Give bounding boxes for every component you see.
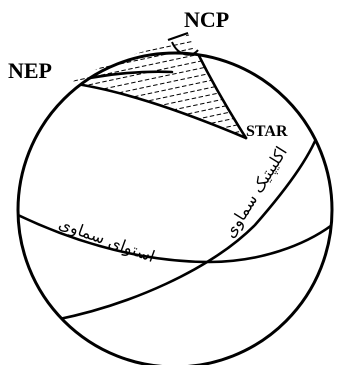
nep-label: NEP (8, 58, 52, 83)
celestial-equator-label: استوای سماوی (56, 214, 158, 267)
ncp-label: NCP (184, 7, 229, 32)
spherical-triangle-hatch (70, 33, 246, 138)
star-label: STAR (246, 123, 288, 140)
